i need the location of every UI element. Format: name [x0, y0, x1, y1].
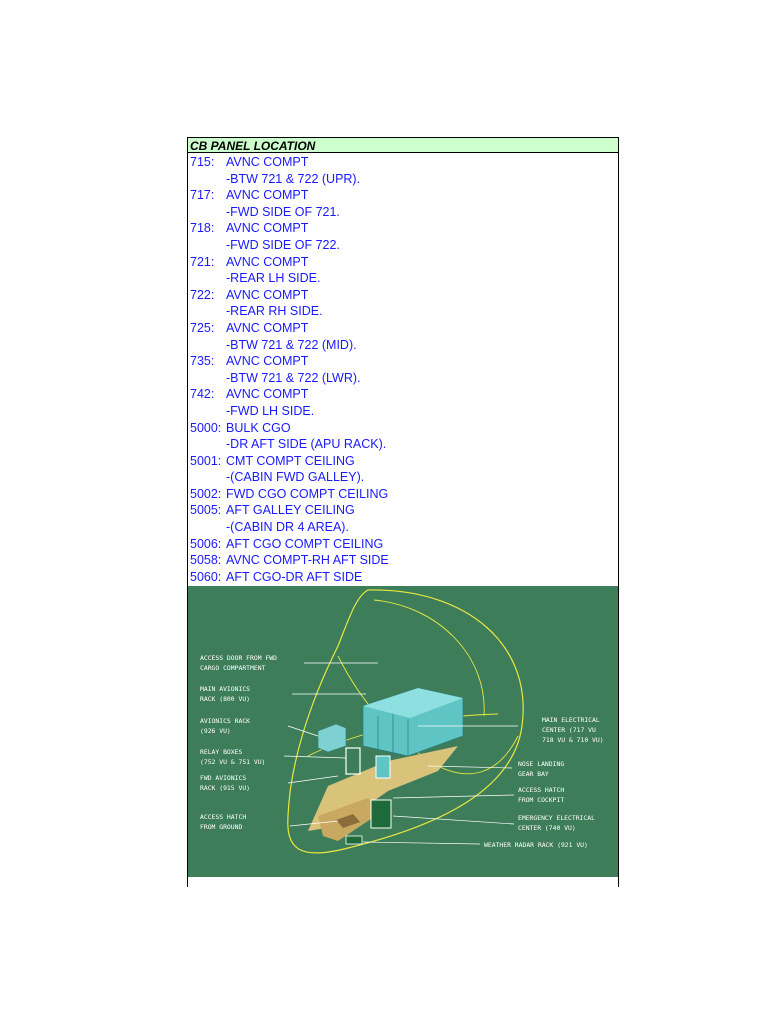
panel-location-text: -BTW 721 & 722 (UPR).	[226, 171, 361, 186]
table-row: -DR AFT SIDE (APU RACK).	[188, 436, 618, 453]
panel-code: 5002:	[190, 486, 222, 501]
panel-location-text: -FWD LH SIDE.	[226, 403, 315, 418]
table-row: 721: AVNC COMPT	[188, 254, 618, 271]
panel-code: 735:	[190, 354, 215, 369]
avionics-compartment-figure: ACCESS DOOR FROM FWD CARGO COMPARTMENT M…	[188, 586, 618, 877]
panel-location-text: AVNC COMPT	[226, 287, 309, 302]
access-hatch-ground	[336, 814, 360, 828]
panel-location-text: -(CABIN DR 4 AREA).	[226, 520, 349, 535]
table-row: 5001: CMT COMPT CEILING	[188, 453, 618, 470]
cb-panel-location-table: CB PANEL LOCATION 715:AVNC COMPT-BTW 721…	[187, 137, 619, 887]
label-access-hatch-cockpit: ACCESS HATCH FROM COCKPIT	[518, 786, 568, 804]
table-row: 5060: AFT CGO-DR AFT SIDE	[188, 569, 618, 586]
panel-location-text: AVNC COMPT	[226, 254, 309, 269]
panel-location-text: AVNC COMPT	[226, 387, 309, 402]
panel-location-text: -FWD SIDE OF 721.	[226, 204, 340, 219]
panel-code: 5005:	[190, 503, 222, 518]
relay-box-1	[345, 747, 361, 775]
table-row: -BTW 721 & 722 (LWR).	[188, 370, 618, 387]
panel-location-text: CMT COMPT CEILING	[226, 453, 355, 468]
panel-location-text: AVNC COMPT	[226, 155, 309, 169]
panel-location-text: AFT CGO-DR AFT SIDE	[226, 569, 363, 584]
table-row: -REAR RH SIDE.	[188, 303, 618, 320]
table-row: 715: AVNC COMPT	[188, 154, 618, 171]
table-row: 5000: BULK CGO	[188, 420, 618, 437]
panel-location-text: AVNC COMPT	[226, 188, 309, 203]
panel-location-text: AVNC COMPT	[226, 320, 309, 335]
panel-code: 715:	[190, 155, 215, 169]
label-nose-landing-gear: NOSE LANDING GEAR BAY	[518, 760, 568, 778]
panel-location-text: -DR AFT SIDE (APU RACK).	[226, 437, 387, 452]
panel-location-text: -REAR LH SIDE.	[226, 271, 321, 286]
table-row: -FWD SIDE OF 722.	[188, 237, 618, 254]
panel-location-text: -(CABIN FWD GALLEY).	[226, 470, 365, 485]
panel-code: 5058:	[190, 553, 222, 568]
table-row: 742: AVNC COMPT	[188, 386, 618, 403]
panel-code: 718:	[190, 221, 215, 236]
panel-location-text: -BTW 721 & 722 (LWR).	[226, 370, 361, 385]
table-row: 722: AVNC COMPT	[188, 287, 618, 304]
panel-location-text: -REAR RH SIDE.	[226, 304, 323, 319]
table-row: 5002: FWD CGO COMPT CEILING	[188, 486, 618, 503]
panel-location-text: AVNC COMPT	[226, 221, 309, 236]
fuselage-outline	[287, 589, 524, 854]
panel-location-text: -BTW 721 & 722 (MID).	[226, 337, 357, 352]
panel-location-text: AFT GALLEY CEILING	[226, 503, 355, 518]
table-row: -(CABIN FWD GALLEY).	[188, 469, 618, 486]
table-row: -(CABIN DR 4 AREA).	[188, 519, 618, 536]
table-row: -FWD SIDE OF 721.	[188, 204, 618, 221]
table-row: 735: AVNC COMPT	[188, 353, 618, 370]
label-emergency-electrical: EMERGENCY ELECTRICAL CENTER (740 VU)	[518, 814, 599, 832]
label-main-avionics-rack: MAIN AVIONICS RACK (800 VU)	[200, 685, 254, 703]
panel-code: 5000:	[190, 420, 222, 435]
panel-location-text: FWD CGO COMPT CEILING	[226, 486, 389, 501]
table-row: 5058: AVNC COMPT-RH AFT SIDE	[188, 552, 618, 569]
label-avionics-rack: AVIONICS RACK (926 VU)	[200, 717, 254, 735]
label-relay-boxes: RELAY BOXES (752 VU & 751 VU)	[200, 748, 265, 766]
panel-code: 5001:	[190, 453, 222, 468]
panel-code: 742:	[190, 387, 215, 402]
panel-code: 5060:	[190, 569, 222, 584]
table-row: 718: AVNC COMPT	[188, 220, 618, 237]
table-row: 725: AVNC COMPT	[188, 320, 618, 337]
panel-code: 725:	[190, 320, 215, 335]
fuselage-inner	[373, 599, 485, 717]
table-header: CB PANEL LOCATION	[188, 137, 618, 153]
panel-location-text: AVNC COMPT-RH AFT SIDE	[226, 553, 389, 568]
table-row: -BTW 721 & 722 (MID).	[188, 337, 618, 354]
weather-radar-rack	[345, 835, 363, 845]
label-access-door: ACCESS DOOR FROM FWD CARGO COMPARTMENT	[200, 654, 281, 672]
label-fwd-avionics-rack: FWD AVIONICS RACK (915 VU)	[200, 774, 250, 792]
label-access-hatch-ground: ACCESS HATCH FROM GROUND	[200, 813, 250, 831]
table-row: 5006: AFT CGO COMPT CEILING	[188, 536, 618, 553]
table-rows: 715: AVNC COMPT -BTW 721 & 722 (UPR). 717: A…	[188, 154, 618, 585]
table-row: 5005: AFT GALLEY CEILING	[188, 502, 618, 519]
panel-code: 717:	[190, 188, 215, 203]
table-row: -BTW 721 & 722 (UPR).	[188, 171, 618, 188]
relay-box-2	[375, 755, 391, 779]
panel-location-text: AVNC COMPT	[226, 354, 309, 369]
emergency-electrical-center	[370, 799, 392, 829]
panel-location-text: AFT CGO COMPT CEILING	[226, 536, 384, 551]
panel-location-text: -FWD SIDE OF 722.	[226, 237, 340, 252]
panel-code: 721:	[190, 254, 215, 269]
table-row: 717: AVNC COMPT	[188, 187, 618, 204]
avionics-rack-926	[317, 723, 347, 753]
table-row: -REAR LH SIDE.	[188, 270, 618, 287]
table-row: -FWD LH SIDE.	[188, 403, 618, 420]
label-main-electrical-center: MAIN ELECTRICAL CENTER (717 VU 718 VU & …	[542, 716, 604, 744]
avionics-diagram: ACCESS DOOR FROM FWD CARGO COMPARTMENT M…	[200, 589, 604, 854]
main-avionics-rack-top	[363, 688, 463, 718]
panel-location-text: BULK CGO	[226, 420, 291, 435]
panel-code: 5006:	[190, 536, 222, 551]
label-weather-radar-rack: WEATHER RADAR RACK (921 VU)	[484, 841, 588, 849]
panel-code: 722:	[190, 287, 215, 302]
